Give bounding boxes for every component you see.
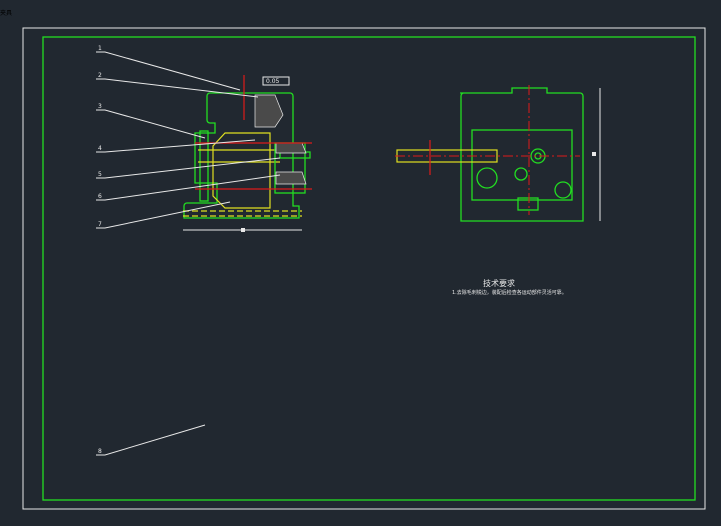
technical-requirements-title: 技术要求 <box>483 279 515 288</box>
title-block: 夹具 <box>0 0 12 19</box>
side-view <box>395 85 601 222</box>
drawing-frame <box>42 36 696 501</box>
balloon-6: 6 <box>98 193 102 200</box>
tolerance-frame: 0.05 <box>266 78 280 85</box>
leaders: 1 2 3 4 5 6 7 8 <box>96 45 281 456</box>
balloon-3: 3 <box>98 103 102 110</box>
balloon-7: 7 <box>98 221 102 228</box>
title-block-name: 夹具 <box>0 10 13 17</box>
balloon-2: 2 <box>98 72 102 79</box>
balloon-4: 4 <box>98 145 102 152</box>
technical-requirements-note: 1.去除毛刺锐边，装配后检查各运动部件灵活可靠。 <box>452 290 567 296</box>
balloon-1: 1 <box>98 45 102 52</box>
balloon-5: 5 <box>98 171 102 178</box>
front-view: 0.05 <box>183 75 312 232</box>
sheet-border <box>22 27 706 510</box>
balloon-8: 8 <box>98 448 102 455</box>
